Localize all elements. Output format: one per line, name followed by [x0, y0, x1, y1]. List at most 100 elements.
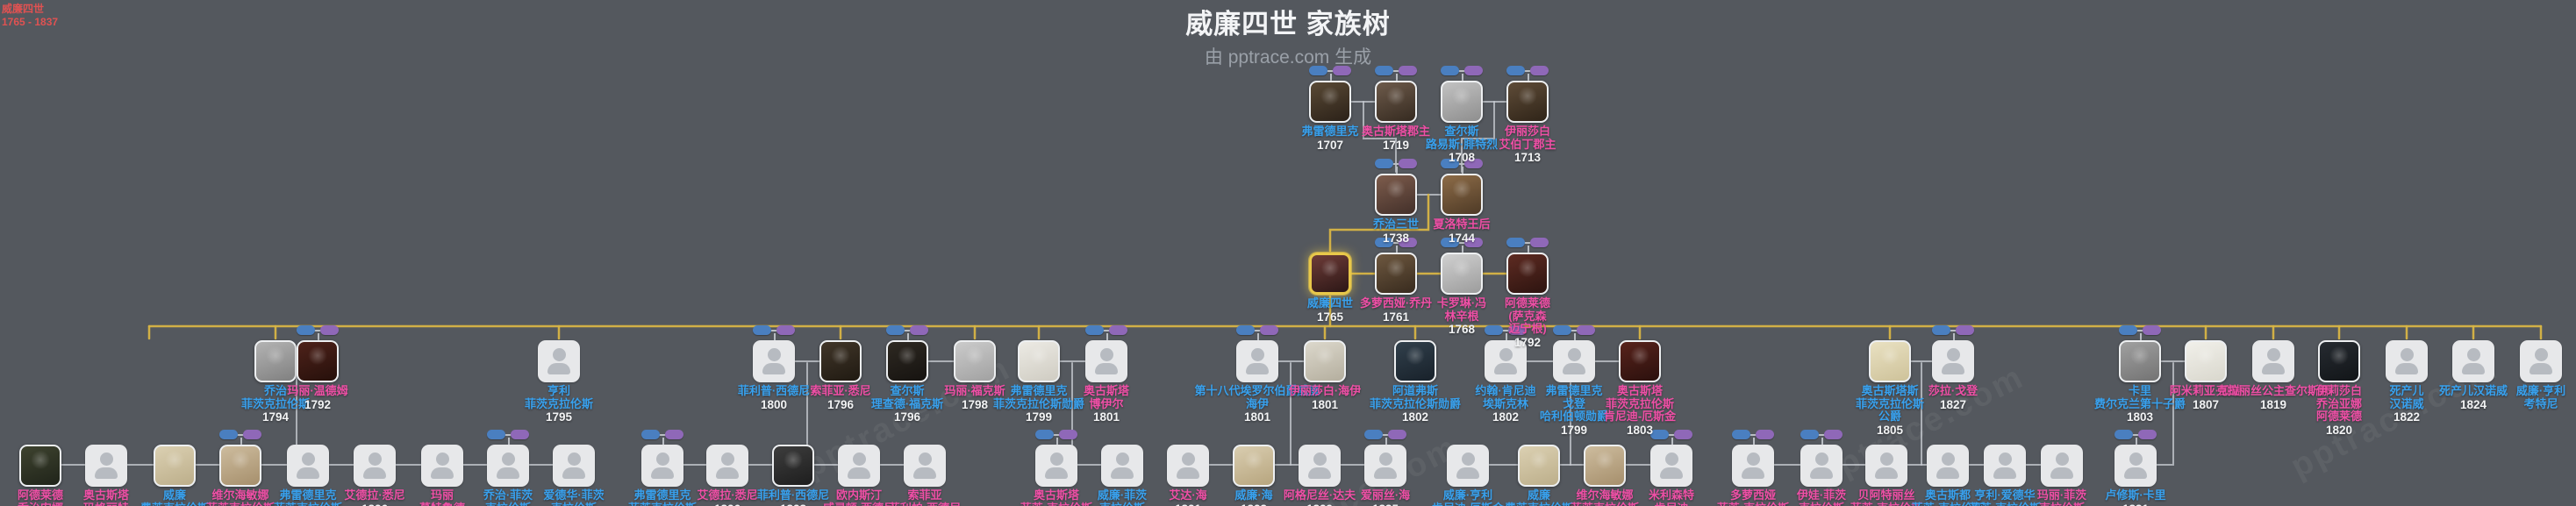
- add-relative-purple-button[interactable]: [1508, 325, 1527, 335]
- portrait-photo[interactable]: [819, 340, 862, 382]
- add-relative-purple-button[interactable]: [1824, 430, 1843, 439]
- add-relative-blue-button[interactable]: [487, 430, 505, 439]
- portrait-placeholder[interactable]: [706, 445, 748, 487]
- add-relative-purple-button[interactable]: [1399, 66, 1417, 75]
- add-relative-purple-button[interactable]: [1956, 325, 1974, 335]
- portrait-placeholder[interactable]: [1865, 445, 1907, 487]
- add-relative-purple-button[interactable]: [910, 325, 928, 335]
- add-relative-blue-button[interactable]: [1732, 430, 1750, 439]
- add-relative-purple-button[interactable]: [1388, 430, 1406, 439]
- portrait-photo[interactable]: [1309, 253, 1351, 295]
- portrait-placeholder[interactable]: [1035, 445, 1077, 487]
- portrait-placeholder[interactable]: [1732, 445, 1774, 487]
- add-relative-blue-button[interactable]: [1485, 325, 1503, 335]
- add-relative-blue-button[interactable]: [1375, 238, 1393, 247]
- portrait-placeholder[interactable]: [1299, 445, 1341, 487]
- portrait-placeholder[interactable]: [85, 445, 127, 487]
- portrait-placeholder[interactable]: [1485, 340, 1527, 382]
- add-relative-blue-button[interactable]: [1441, 159, 1459, 168]
- add-relative-purple-button[interactable]: [243, 430, 261, 439]
- portrait-photo[interactable]: [1619, 340, 1661, 382]
- add-relative-purple-button[interactable]: [776, 325, 795, 335]
- portrait-photo[interactable]: [886, 340, 928, 382]
- portrait-photo[interactable]: [1375, 174, 1417, 216]
- add-relative-purple-button[interactable]: [1464, 238, 1483, 247]
- portrait-photo[interactable]: [254, 340, 297, 382]
- add-relative-blue-button[interactable]: [1932, 325, 1950, 335]
- add-relative-blue-button[interactable]: [1364, 430, 1383, 439]
- add-relative-purple-button[interactable]: [1399, 159, 1417, 168]
- add-relative-blue-button[interactable]: [219, 430, 238, 439]
- portrait-photo[interactable]: [1441, 81, 1483, 123]
- portrait-placeholder[interactable]: [1364, 445, 1406, 487]
- portrait-photo[interactable]: [1584, 445, 1626, 487]
- portrait-placeholder[interactable]: [1650, 445, 1692, 487]
- portrait-photo[interactable]: [1506, 81, 1549, 123]
- portrait-photo[interactable]: [297, 340, 339, 382]
- portrait-placeholder[interactable]: [1101, 445, 1143, 487]
- portrait-placeholder[interactable]: [538, 340, 580, 382]
- portrait-placeholder[interactable]: [421, 445, 463, 487]
- portrait-photo[interactable]: [1233, 445, 1275, 487]
- portrait-photo[interactable]: [1441, 253, 1483, 295]
- portrait-placeholder[interactable]: [838, 445, 880, 487]
- portrait-photo[interactable]: [1506, 253, 1549, 295]
- add-relative-purple-button[interactable]: [1059, 430, 1077, 439]
- add-relative-purple-button[interactable]: [1399, 238, 1417, 247]
- add-relative-purple-button[interactable]: [2143, 325, 2161, 335]
- portrait-placeholder[interactable]: [2041, 445, 2083, 487]
- add-relative-purple-button[interactable]: [1530, 238, 1549, 247]
- add-relative-purple-button[interactable]: [1109, 325, 1127, 335]
- add-relative-blue-button[interactable]: [1309, 66, 1327, 75]
- add-relative-purple-button[interactable]: [511, 430, 529, 439]
- add-relative-purple-button[interactable]: [1577, 325, 1595, 335]
- add-relative-purple-button[interactable]: [1530, 66, 1549, 75]
- add-relative-blue-button[interactable]: [1236, 325, 1255, 335]
- portrait-photo[interactable]: [1441, 174, 1483, 216]
- portrait-photo[interactable]: [954, 340, 996, 382]
- add-relative-purple-button[interactable]: [1464, 159, 1483, 168]
- portrait-photo[interactable]: [1375, 253, 1417, 295]
- portrait-placeholder[interactable]: [487, 445, 529, 487]
- add-relative-purple-button[interactable]: [1260, 325, 1278, 335]
- add-relative-blue-button[interactable]: [1506, 66, 1525, 75]
- portrait-placeholder[interactable]: [1927, 445, 1969, 487]
- add-relative-purple-button[interactable]: [665, 430, 683, 439]
- portrait-photo[interactable]: [2318, 340, 2360, 382]
- portrait-placeholder[interactable]: [641, 445, 683, 487]
- portrait-placeholder[interactable]: [1236, 340, 1278, 382]
- add-relative-purple-button[interactable]: [1674, 430, 1692, 439]
- portrait-placeholder[interactable]: [287, 445, 329, 487]
- portrait-placeholder[interactable]: [553, 445, 595, 487]
- add-relative-purple-button[interactable]: [1464, 66, 1483, 75]
- portrait-placeholder[interactable]: [904, 445, 946, 487]
- portrait-placeholder[interactable]: [1800, 445, 1843, 487]
- portrait-photo[interactable]: [772, 445, 814, 487]
- portrait-placeholder[interactable]: [1932, 340, 1974, 382]
- portrait-placeholder[interactable]: [2386, 340, 2428, 382]
- portrait-photo[interactable]: [1869, 340, 1911, 382]
- portrait-placeholder[interactable]: [753, 340, 795, 382]
- portrait-photo[interactable]: [1309, 81, 1351, 123]
- portrait-placeholder[interactable]: [1984, 445, 2026, 487]
- portrait-photo[interactable]: [1518, 445, 1560, 487]
- add-relative-blue-button[interactable]: [1375, 66, 1393, 75]
- portrait-placeholder[interactable]: [2252, 340, 2294, 382]
- portrait-photo[interactable]: [1394, 340, 1436, 382]
- add-relative-blue-button[interactable]: [886, 325, 905, 335]
- add-relative-purple-button[interactable]: [320, 325, 339, 335]
- add-relative-blue-button[interactable]: [1375, 159, 1393, 168]
- add-relative-blue-button[interactable]: [1441, 66, 1459, 75]
- portrait-photo[interactable]: [219, 445, 261, 487]
- portrait-placeholder[interactable]: [2114, 445, 2157, 487]
- portrait-placeholder[interactable]: [354, 445, 396, 487]
- add-relative-blue-button[interactable]: [297, 325, 315, 335]
- add-relative-blue-button[interactable]: [1650, 430, 1669, 439]
- portrait-photo[interactable]: [2119, 340, 2161, 382]
- add-relative-purple-button[interactable]: [1756, 430, 1774, 439]
- portrait-photo[interactable]: [154, 445, 196, 487]
- portrait-photo[interactable]: [19, 445, 61, 487]
- add-relative-purple-button[interactable]: [2138, 430, 2157, 439]
- add-relative-blue-button[interactable]: [1506, 238, 1525, 247]
- portrait-photo[interactable]: [2185, 340, 2227, 382]
